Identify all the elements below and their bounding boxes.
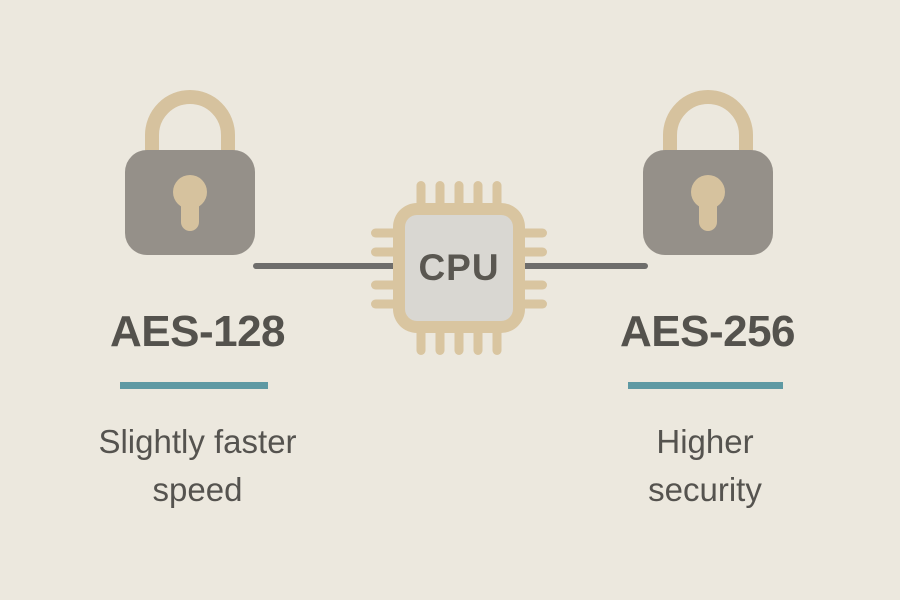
aes-128-heading: AES-128 xyxy=(109,307,286,356)
cpu-label: CPU xyxy=(418,247,500,288)
aes-256-heading: AES-256 xyxy=(619,307,796,356)
padlock-icon xyxy=(125,90,255,255)
aes-256-description: Higher security xyxy=(648,423,762,508)
padlock-icon xyxy=(643,90,773,255)
aes-128-description: Slightly faster speed xyxy=(98,423,297,508)
teal-divider-right xyxy=(628,382,783,389)
cpu-chip-icon xyxy=(371,181,547,355)
teal-divider-left xyxy=(120,382,268,389)
